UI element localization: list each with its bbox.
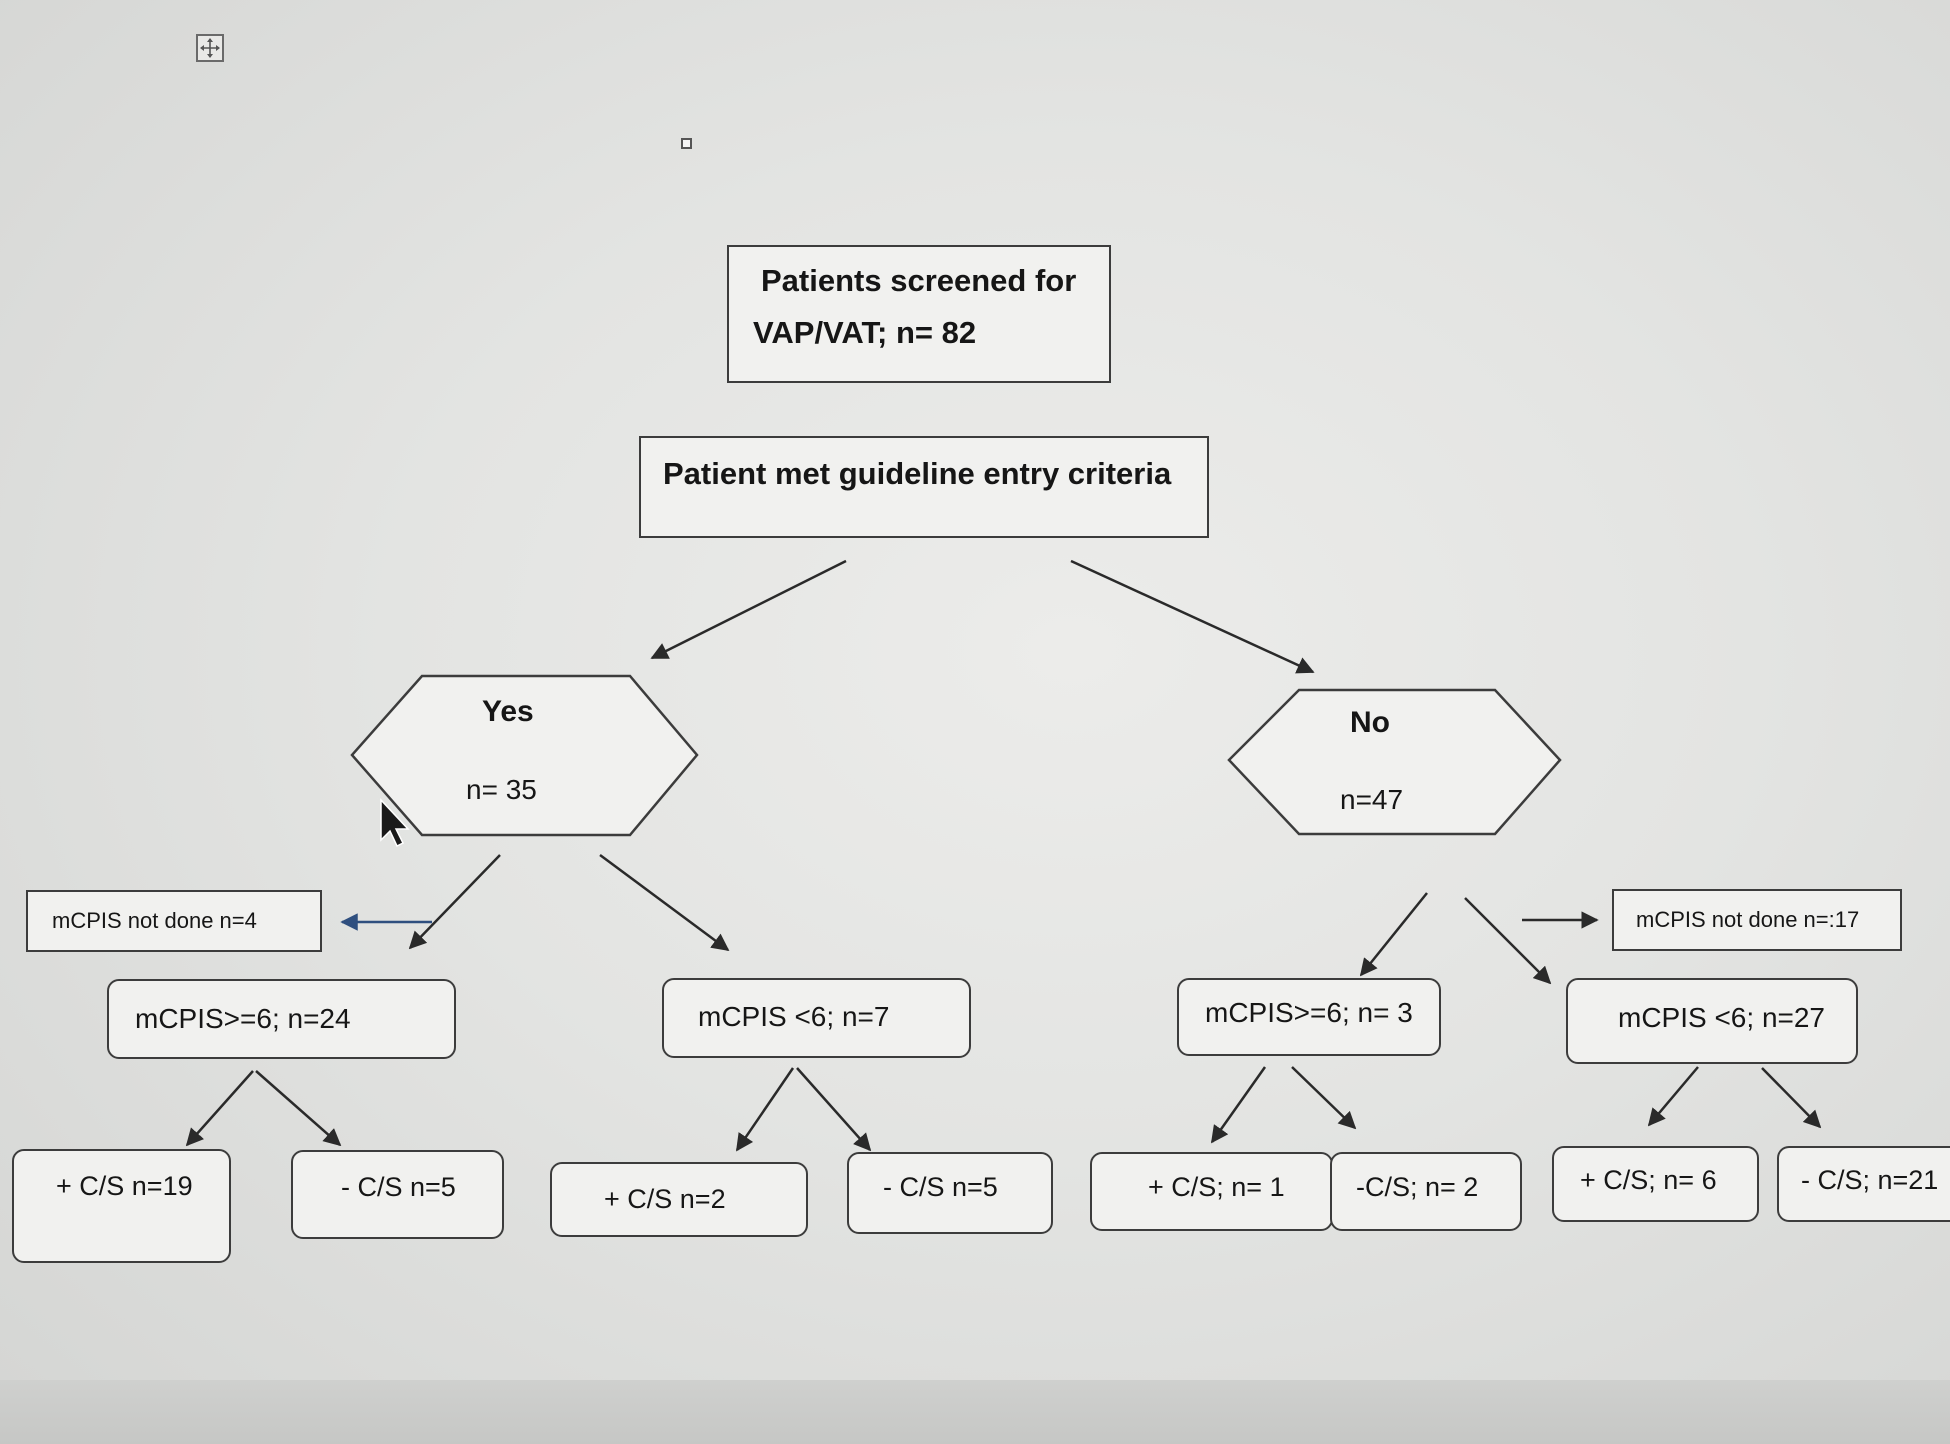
leaf-yes-high-neg-label: - C/S n=5 bbox=[341, 1172, 456, 1202]
leaf-yes-low-pos[interactable]: + C/S n=2 bbox=[550, 1162, 808, 1237]
arrow-nlow-to-neg bbox=[1761, 1067, 1822, 1129]
arrow-criteria-to-yes bbox=[650, 559, 847, 660]
yes-high-label: mCPIS>=6; n=24 bbox=[135, 1003, 351, 1034]
yes-not-done-box[interactable]: mCPIS not done n=4 bbox=[26, 890, 322, 952]
leaf-no-low-neg[interactable]: - C/S; n=21 bbox=[1777, 1146, 1950, 1222]
arrow-criteria-to-no bbox=[1070, 559, 1315, 674]
leaf-yes-high-neg[interactable]: - C/S n=5 bbox=[291, 1150, 504, 1239]
arrow-yes-to-low bbox=[599, 853, 730, 952]
arrow-no-to-low bbox=[1464, 897, 1552, 985]
leaf-yes-high-pos[interactable]: + C/S n=19 bbox=[12, 1149, 231, 1263]
criteria-box[interactable]: Patient met guideline entry criteria bbox=[639, 436, 1209, 538]
arrow-ylow-to-pos bbox=[735, 1067, 795, 1152]
leaf-no-high-pos[interactable]: + C/S; n= 1 bbox=[1090, 1152, 1333, 1231]
yes-title: Yes bbox=[482, 695, 534, 728]
leaf-no-low-neg-label: - C/S; n=21 bbox=[1801, 1165, 1939, 1195]
no-high-label: mCPIS>=6; n= 3 bbox=[1205, 997, 1413, 1028]
yes-hexagon bbox=[350, 674, 699, 837]
arrow-nlow-to-pos bbox=[1647, 1066, 1699, 1127]
yes-low-label: mCPIS <6; n=7 bbox=[698, 1001, 890, 1032]
arrow-nhigh-to-neg bbox=[1291, 1066, 1357, 1130]
leaf-no-low-pos[interactable]: + C/S; n= 6 bbox=[1552, 1146, 1759, 1222]
leaf-yes-low-neg[interactable]: - C/S n=5 bbox=[847, 1152, 1053, 1234]
move-handle-icon[interactable] bbox=[196, 34, 224, 62]
leaf-no-high-pos-label: + C/S; n= 1 bbox=[1148, 1172, 1285, 1202]
yes-high-box[interactable]: mCPIS>=6; n=24 bbox=[107, 979, 456, 1059]
leaf-no-low-pos-label: + C/S; n= 6 bbox=[1580, 1165, 1717, 1195]
no-low-label: mCPIS <6; n=27 bbox=[1618, 1002, 1826, 1033]
screened-box[interactable]: Patients screened for VAP/VAT; n= 82 bbox=[727, 245, 1111, 383]
no-not-done-label: mCPIS not done n=:17 bbox=[1636, 907, 1860, 932]
leaf-no-high-neg-label: -C/S; n= 2 bbox=[1356, 1172, 1479, 1202]
page-bottom-margin bbox=[0, 1380, 1950, 1444]
no-high-box[interactable]: mCPIS>=6; n= 3 bbox=[1177, 978, 1441, 1056]
yes-not-done-label: mCPIS not done n=4 bbox=[52, 908, 257, 933]
leaf-no-high-neg[interactable]: -C/S; n= 2 bbox=[1330, 1152, 1522, 1231]
no-low-box[interactable]: mCPIS <6; n=27 bbox=[1566, 978, 1858, 1064]
mouse-cursor-icon bbox=[380, 798, 410, 848]
yes-low-box[interactable]: mCPIS <6; n=7 bbox=[662, 978, 971, 1058]
arrow-yhigh-to-pos bbox=[185, 1070, 254, 1147]
criteria-label: Patient met guideline entry criteria bbox=[663, 456, 1172, 491]
resize-handle[interactable] bbox=[681, 138, 692, 149]
no-hexagon bbox=[1227, 688, 1562, 836]
leaf-yes-low-pos-label: + C/S n=2 bbox=[604, 1184, 726, 1214]
arrow-yhigh-to-neg bbox=[255, 1070, 342, 1147]
leaf-yes-low-neg-label: - C/S n=5 bbox=[883, 1172, 998, 1202]
leaf-yes-high-pos-label: + C/S n=19 bbox=[56, 1171, 193, 1201]
no-count: n=47 bbox=[1340, 784, 1404, 815]
no-not-done-box[interactable]: mCPIS not done n=:17 bbox=[1612, 889, 1902, 951]
arrow-yes-to-high bbox=[408, 854, 501, 950]
arrow-ylow-to-neg bbox=[796, 1067, 872, 1152]
screened-line2: VAP/VAT; n= 82 bbox=[753, 315, 977, 350]
screened-line1: Patients screened for bbox=[761, 263, 1077, 298]
arrow-no-to-high bbox=[1359, 892, 1428, 977]
no-title: No bbox=[1350, 706, 1390, 739]
yes-count: n= 35 bbox=[466, 774, 537, 805]
arrow-nhigh-to-pos bbox=[1210, 1066, 1267, 1144]
